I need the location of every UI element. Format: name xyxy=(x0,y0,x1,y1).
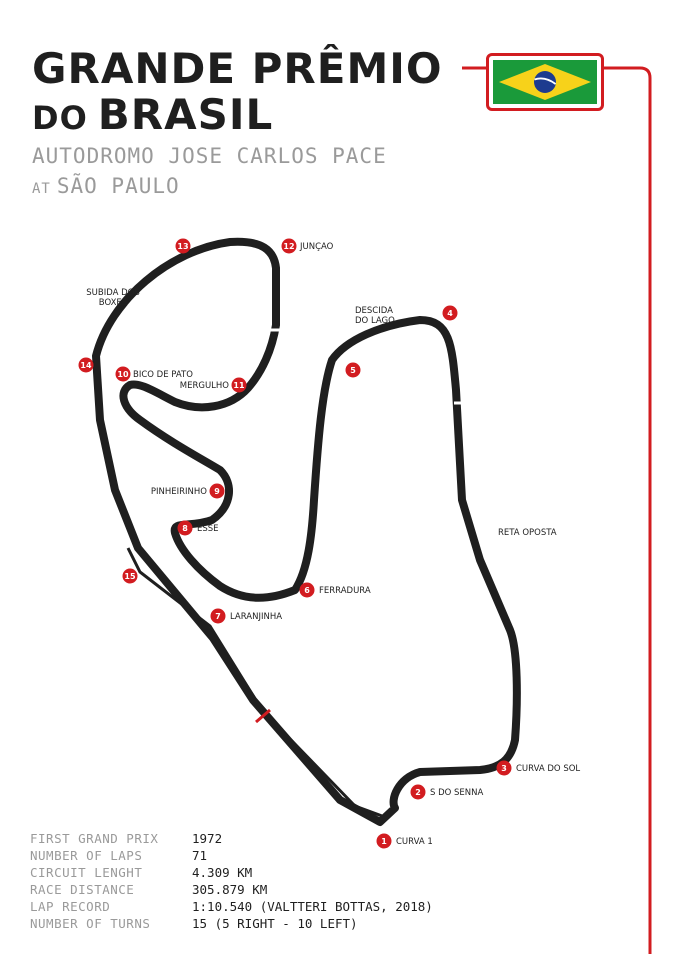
corner-2: 2 S DO SENNA xyxy=(410,784,484,800)
location-at: AT xyxy=(32,181,51,197)
svg-text:10: 10 xyxy=(117,370,129,379)
svg-text:7: 7 xyxy=(215,612,221,621)
corner-13: 13 xyxy=(175,238,191,254)
stat-label: NUMBER OF TURNS xyxy=(30,916,151,931)
svg-text:15: 15 xyxy=(124,572,136,581)
title-do: DO xyxy=(32,99,88,137)
svg-text:6: 6 xyxy=(304,586,310,595)
subida-label-line2: BOXES xyxy=(99,298,127,308)
stat-value: 305.879 KM xyxy=(192,882,268,897)
corner-11-label: MERGULHO xyxy=(180,381,230,391)
corner-6: 6 FERRADURA xyxy=(299,582,371,598)
stat-value: 71 xyxy=(192,848,208,863)
svg-text:3: 3 xyxy=(501,764,507,773)
stat-label: FIRST GRAND PRIX xyxy=(30,831,159,846)
corner-2-label: S DO SENNA xyxy=(430,788,484,798)
corner-4-label-line2: DO LAGO xyxy=(355,316,395,326)
pit-lane xyxy=(126,547,383,818)
stat-row: RACE DISTANCE 305.879 KM xyxy=(30,881,433,898)
reta-oposta-label: RETA OPOSTA xyxy=(498,528,557,538)
corner-3-label: CURVA DO SOL xyxy=(516,764,580,774)
svg-text:11: 11 xyxy=(233,381,245,390)
corner-4: 4 DESCIDA DO LAGO xyxy=(355,305,458,326)
circuit-name: AUTODROMO JOSE CARLOS PACE xyxy=(32,144,387,168)
corner-7: 7 LARANJINHA xyxy=(210,608,282,624)
svg-text:12: 12 xyxy=(283,242,294,251)
page-title-line1: GRANDE PRÊMIO xyxy=(32,44,443,93)
stat-row: NUMBER OF LAPS 71 xyxy=(30,847,433,864)
svg-text:14: 14 xyxy=(80,361,92,370)
svg-text:4: 4 xyxy=(447,309,453,318)
corner-4-label: DESCIDA xyxy=(355,306,393,316)
svg-text:1: 1 xyxy=(381,837,387,846)
corner-8-label: ESSE xyxy=(197,524,219,534)
svg-text:9: 9 xyxy=(214,487,220,496)
corner-1: 1 CURVA 1 xyxy=(376,833,433,849)
corner-3: 3 CURVA DO SOL xyxy=(496,760,580,776)
stat-value: 1:10.540 (VALTTERI BOTTAS, 2018) xyxy=(192,899,433,914)
stat-value: 15 (5 RIGHT - 10 LEFT) xyxy=(192,916,358,931)
svg-text:2: 2 xyxy=(415,788,421,797)
corner-8: 8 ESSE xyxy=(177,520,219,536)
corner-7-label: LARANJINHA xyxy=(230,612,282,622)
stat-label: RACE DISTANCE xyxy=(30,882,135,897)
brazil-flag-icon xyxy=(493,60,597,104)
circuit-stats: FIRST GRAND PRIX 1972 NUMBER OF LAPS 71 … xyxy=(30,830,433,932)
corner-10: 10 BICO DE PATO xyxy=(115,366,193,382)
track-outline xyxy=(92,237,521,826)
stat-row: LAP RECORD 1:10.540 (VALTTERI BOTTAS, 20… xyxy=(30,898,433,915)
corner-15: 15 xyxy=(122,568,138,584)
corner-10-label: BICO DE PATO xyxy=(133,370,193,380)
corner-6-label: FERRADURA xyxy=(319,586,371,596)
corner-12-label: JUNÇAO xyxy=(299,242,334,252)
stat-value: 4.309 KM xyxy=(192,865,253,880)
corner-5: 5 xyxy=(345,362,361,378)
corner-9: 9 PINHEIRINHO xyxy=(151,483,225,499)
svg-text:5: 5 xyxy=(350,366,356,375)
stat-row: CIRCUIT LENGHT 4.309 KM xyxy=(30,864,433,881)
stat-label: CIRCUIT LENGHT xyxy=(30,865,143,880)
corner-14: 14 xyxy=(78,357,94,373)
svg-text:8: 8 xyxy=(182,524,188,533)
start-finish-line xyxy=(255,708,271,724)
stat-row: NUMBER OF TURNS 15 (5 RIGHT - 10 LEFT) xyxy=(30,915,433,932)
flag-frame xyxy=(486,53,604,111)
stat-label: NUMBER OF LAPS xyxy=(30,848,143,863)
corner-9-label: PINHEIRINHO xyxy=(151,487,207,497)
title-brasil: BRASIL xyxy=(97,90,274,139)
corner-12: 12 JUNÇAO xyxy=(281,238,334,254)
stat-value: 1972 xyxy=(192,831,223,846)
stat-row: FIRST GRAND PRIX 1972 xyxy=(30,830,433,847)
corner-11: 11 MERGULHO xyxy=(180,377,247,393)
location-city: SÃO PAULO xyxy=(56,174,180,198)
svg-text:13: 13 xyxy=(177,242,188,251)
corner-1-label: CURVA 1 xyxy=(396,837,433,847)
circuit-location: AT SÃO PAULO xyxy=(32,174,180,198)
stat-label: LAP RECORD xyxy=(30,899,111,914)
subida-label-line1: SUBIDA DOS xyxy=(86,288,140,298)
